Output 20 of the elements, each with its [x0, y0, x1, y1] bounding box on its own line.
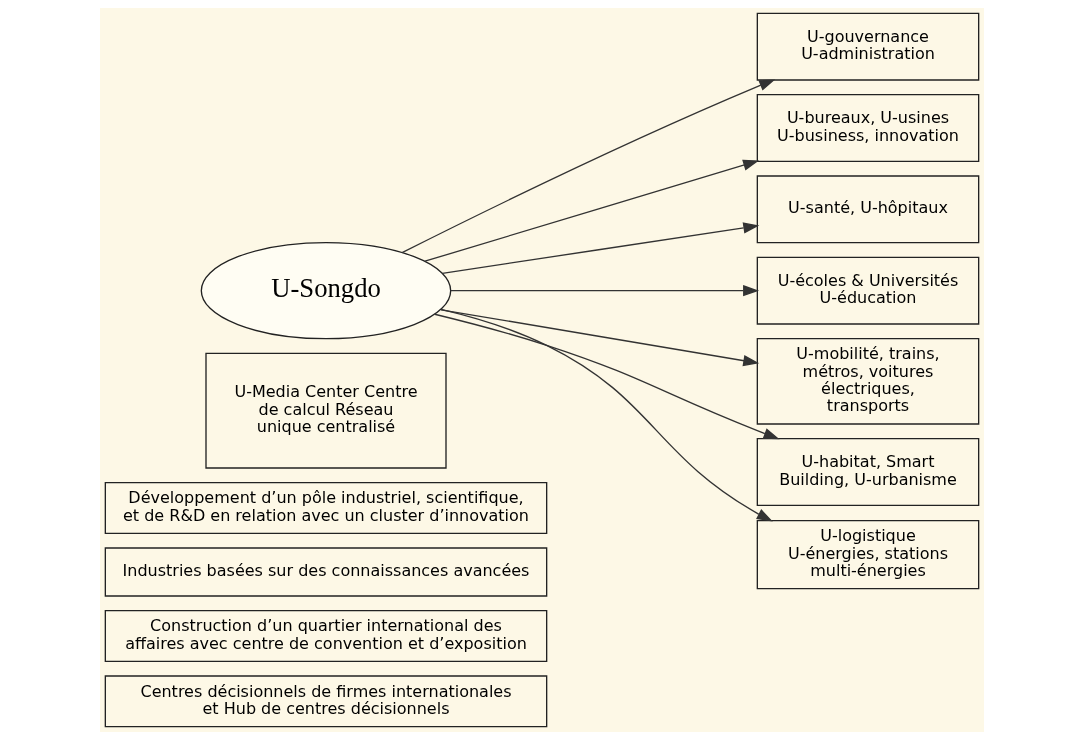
node-box: Développement d’un pôle industriel, scientifique, et de R&D en relation avec un cluster d’innovation — [104, 482, 547, 534]
arrow — [441, 222, 759, 274]
arrow — [439, 309, 759, 367]
arrow — [433, 313, 780, 440]
arrow — [439, 308, 773, 522]
node-box: U-gouvernance U-administration — [756, 12, 979, 81]
node-box: U-habitat, Smart Building, U-urbanisme — [756, 438, 979, 506]
arrow — [400, 79, 775, 254]
node-box: Centres décisionnels de firmes internationales et Hub de centres décisionnels — [104, 675, 547, 728]
node-box: U-santé, U-hôpitaux — [756, 175, 979, 244]
node-ellipse: U-Songdo — [200, 242, 451, 340]
node-box: U-écoles & Universités U-éducation — [756, 256, 979, 325]
node-box: U-Media Center Centre de calcul Réseau unique centralisé — [204, 352, 447, 469]
arrow — [423, 159, 759, 262]
node-box: Industries basées sur des connaissances avancées — [104, 547, 547, 597]
node-box: U-bureaux, U-usines U-business, innovation — [756, 94, 979, 162]
node-box: U-logistique U-énergies, stations multi-énergies — [756, 520, 979, 590]
node-box: Construction d’un quartier international des affaires avec centre de convention et d’exposition — [104, 610, 547, 662]
node-box: U-mobilité, trains, métros, voitures électriques, transports — [756, 338, 979, 425]
arrow — [449, 285, 759, 297]
